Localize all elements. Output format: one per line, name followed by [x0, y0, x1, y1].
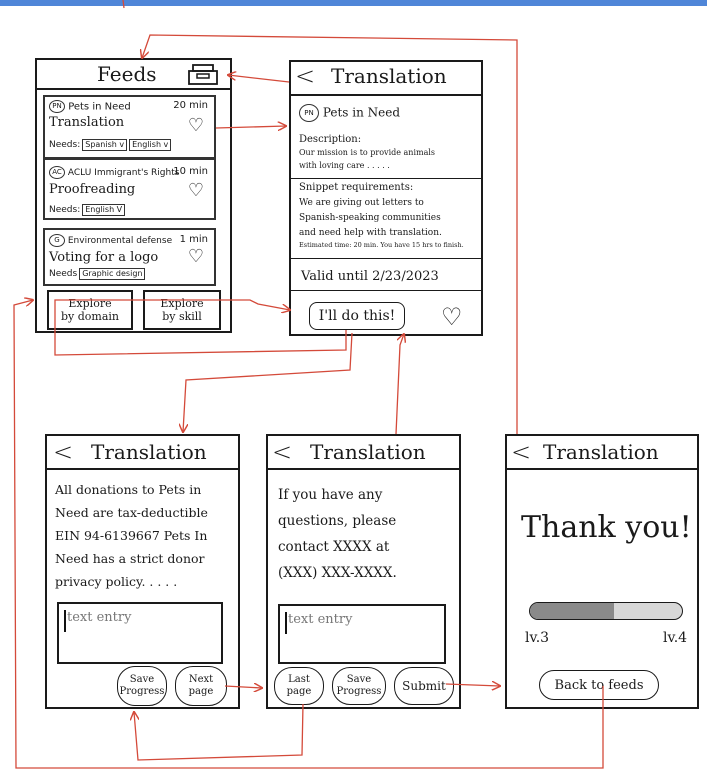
header-divider: [47, 468, 238, 470]
top-color-bar: [0, 0, 707, 6]
body-line: All donations to Pets in: [55, 482, 202, 497]
org-logo: AC: [49, 166, 65, 179]
task-time: 1 min: [179, 234, 208, 245]
task-name: Proofreading: [49, 182, 136, 197]
current-level-label: lv.3: [525, 630, 550, 646]
translation-page-2-screen: < Translation If you have any questions,…: [266, 434, 461, 709]
snippet-line: and need help with translation.: [299, 228, 442, 238]
task-time: 20 min: [173, 100, 208, 111]
needs-label: Needs:: [49, 140, 81, 150]
skill-tag[interactable]: Graphic design: [79, 268, 146, 280]
feed-card[interactable]: G Environmental defense 1 min Voting for…: [43, 228, 216, 286]
org-logo: G: [49, 234, 65, 247]
skill-tag[interactable]: English V: [82, 204, 126, 216]
page-title: Translation: [331, 64, 447, 88]
org-logo: PN: [299, 104, 319, 122]
body-line: Need are tax-deductible: [55, 505, 208, 520]
flow-arrow: [395, 334, 404, 435]
description-line: with loving care . . . . .: [299, 161, 390, 170]
page-title: Translation: [543, 440, 659, 464]
back-to-feeds-button[interactable]: Back to feeds: [539, 670, 659, 700]
text-entry-field[interactable]: text entry: [278, 604, 446, 664]
back-button[interactable]: <: [511, 438, 532, 466]
body-line: questions, please: [278, 513, 397, 529]
text-entry-placeholder: text entry: [67, 610, 132, 625]
org-name: ACLU Immigrant's Rights: [67, 168, 180, 178]
feed-card[interactable]: PN Pets in Need 20 min Translation ♡ Nee…: [43, 95, 216, 159]
body-line: privacy policy. . . . .: [55, 574, 178, 589]
page-title: Feeds: [97, 62, 157, 86]
header-divider: [291, 94, 481, 96]
header-divider: [268, 468, 459, 470]
feeds-screen: Feeds PN Pets in Need 20 min Translation…: [35, 58, 232, 333]
last-page-button[interactable]: Last page: [274, 667, 324, 705]
needs-label: Needs: [49, 269, 78, 279]
save-progress-button[interactable]: Save Progress: [117, 666, 167, 706]
valid-until: Valid until 2/23/2023: [301, 269, 439, 284]
heart-icon[interactable]: ♡: [187, 115, 204, 136]
header-divider: [507, 468, 697, 470]
section-divider: [291, 178, 481, 179]
org-logo: PN: [49, 100, 65, 113]
heart-icon[interactable]: ♡: [441, 303, 463, 331]
org-name: Pets in Need: [322, 105, 401, 120]
task-name: Translation: [49, 115, 125, 130]
page-title: Translation: [310, 440, 426, 464]
heart-icon[interactable]: ♡: [187, 180, 204, 201]
explore-by-skill-button[interactable]: Explore by skill: [143, 290, 221, 330]
header-divider: [37, 88, 230, 90]
back-button[interactable]: <: [295, 62, 316, 90]
next-level-label: lv.4: [663, 630, 688, 646]
section-divider: [291, 258, 481, 259]
thank-you-screen: < Translation Thank you! lv.3 lv.4 Back …: [505, 434, 699, 709]
description-line: Our mission is to provide animals: [299, 148, 436, 157]
needs-label: Needs:: [49, 205, 81, 215]
task-name: Voting for a logo: [49, 250, 159, 265]
back-button[interactable]: <: [272, 438, 293, 466]
skill-tag[interactable]: English v: [129, 139, 172, 151]
save-progress-button[interactable]: Save Progress: [332, 667, 386, 705]
body-line: EIN 94-6139667 Pets In: [55, 528, 208, 543]
back-button[interactable]: <: [53, 438, 74, 466]
flow-arrow: [134, 703, 304, 761]
submit-button[interactable]: Submit: [394, 667, 454, 705]
page-title: Translation: [91, 440, 207, 464]
next-page-button[interactable]: Next page: [175, 666, 227, 706]
org-name: Environmental defense: [67, 236, 173, 246]
snippet-line: Estimated time: 20 min. You have 15 hrs …: [299, 241, 464, 249]
inbox-tray-icon[interactable]: [187, 64, 219, 86]
explore-by-domain-button[interactable]: Explore by domain: [47, 290, 133, 330]
task-time: 10 min: [173, 166, 208, 177]
feed-card[interactable]: AC ACLU Immigrant's Rights 10 min Proofr…: [43, 158, 216, 220]
snippet-line: Spanish-speaking communities: [299, 213, 441, 223]
snippet-label: Snippet requirements:: [299, 182, 414, 193]
translation-page-1-screen: < Translation All donations to Pets in N…: [45, 434, 240, 709]
text-entry-placeholder: text entry: [288, 612, 353, 627]
section-divider: [291, 290, 481, 291]
body-line: Need has a strict donor: [55, 551, 205, 566]
thank-you-message: Thank you!: [521, 510, 692, 545]
org-name: Pets in Need: [68, 101, 131, 113]
level-progress-bar: [529, 602, 683, 620]
body-line: If you have any: [278, 487, 383, 503]
flow-arrow: [228, 75, 290, 83]
skill-tag[interactable]: Spanish v: [82, 139, 128, 151]
ill-do-this-button[interactable]: I'll do this!: [309, 302, 405, 330]
level-progress-fill: [530, 603, 614, 619]
text-entry-field[interactable]: text entry: [57, 602, 223, 664]
task-detail-screen: < Translation PN Pets in Need Descriptio…: [289, 60, 483, 336]
body-line: (XXX) XXX-XXXX.: [278, 565, 397, 581]
description-label: Description:: [299, 134, 362, 145]
body-line: contact XXXX at: [278, 539, 390, 555]
heart-icon[interactable]: ♡: [187, 246, 204, 267]
snippet-line: We are giving out letters to: [299, 198, 424, 208]
flow-arrow: [183, 332, 353, 432]
